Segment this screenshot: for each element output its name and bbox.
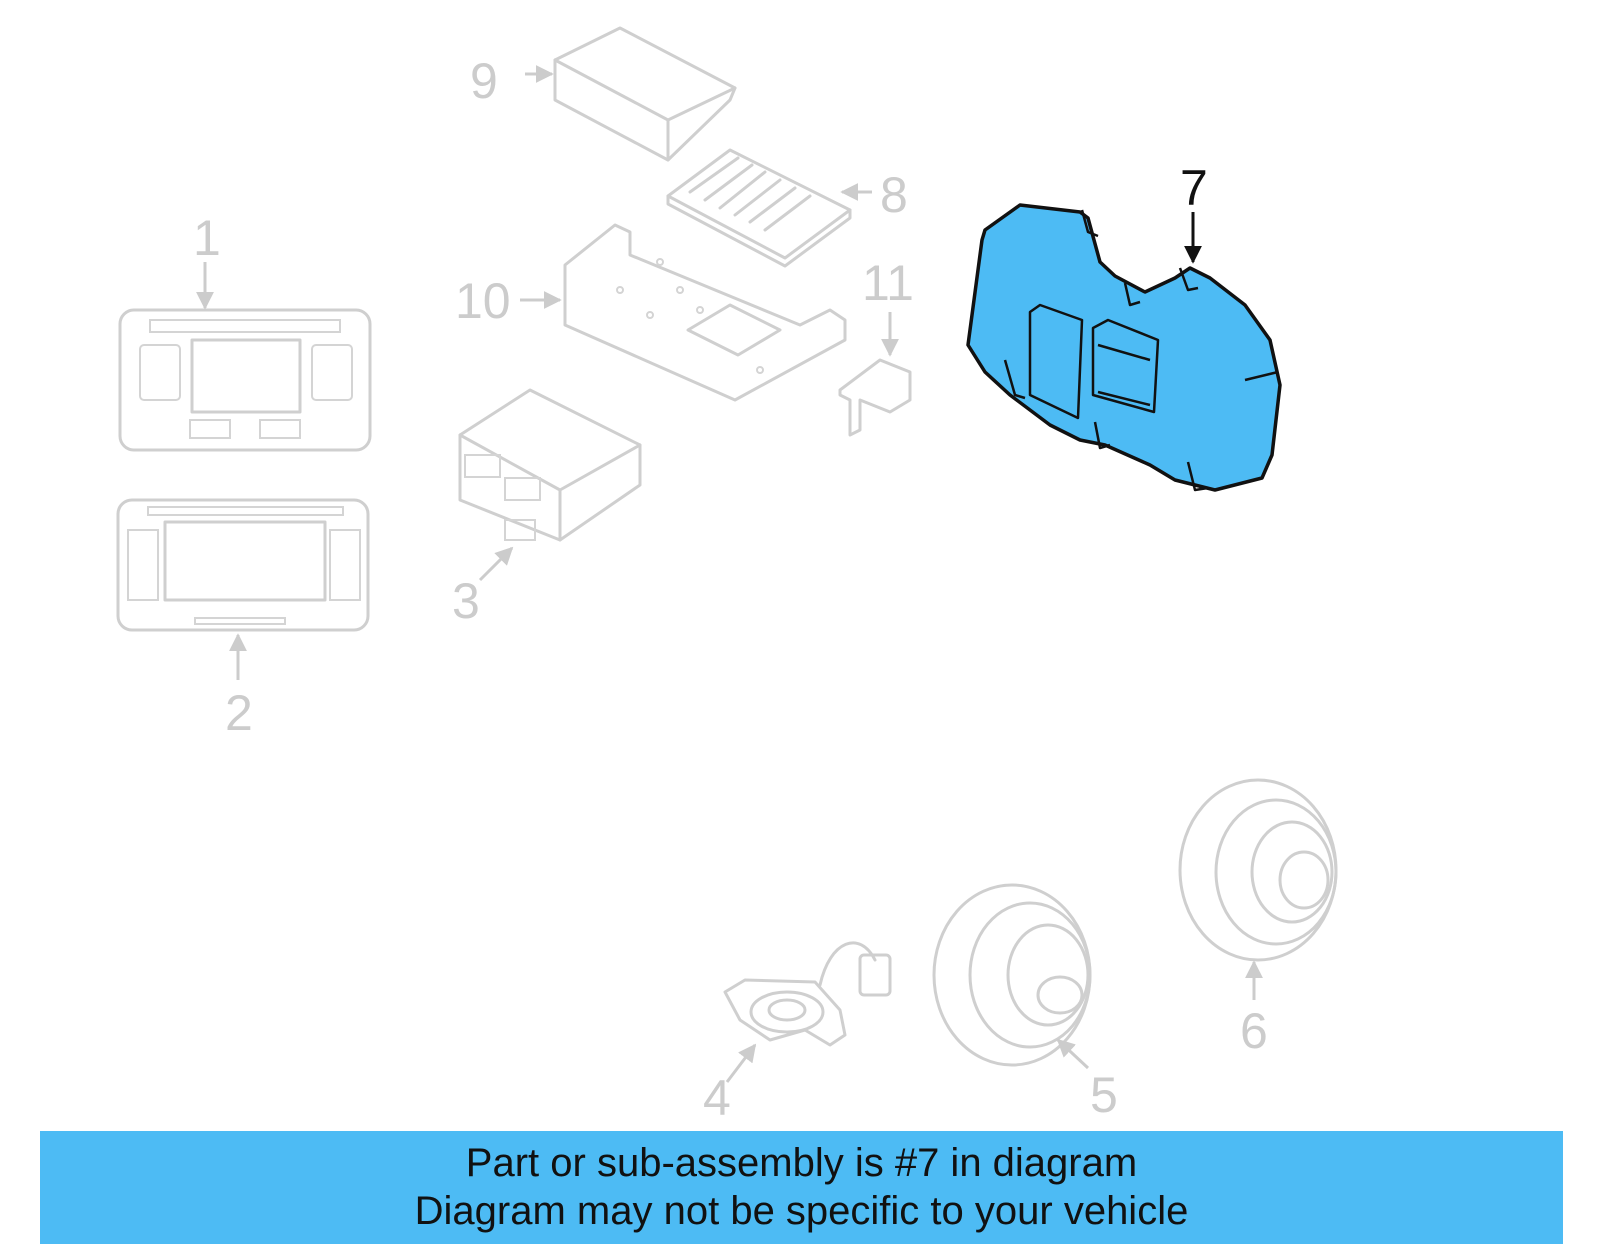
part-7-highlighted xyxy=(966,203,1282,492)
callouts: 9 8 10 11 1 2 3 4 5 6 7 xyxy=(193,53,1268,1126)
part-10-bracket xyxy=(563,223,847,402)
callout-4: 4 xyxy=(703,1070,731,1126)
callout-9: 9 xyxy=(470,53,498,109)
callout-7: 7 xyxy=(1180,160,1208,216)
part-11-small-bracket xyxy=(838,358,912,437)
part-1-head-unit xyxy=(118,308,372,452)
part-5-speaker xyxy=(932,883,1092,1067)
callout-10: 10 xyxy=(455,273,511,329)
part-3-unit xyxy=(458,388,642,542)
callout-8: 8 xyxy=(880,167,908,223)
callout-1: 1 xyxy=(193,210,221,266)
part-4-tweeter xyxy=(723,941,892,1047)
banner-line-1: Part or sub-assembly is #7 in diagram xyxy=(465,1141,1138,1185)
banner-line-2: Diagram may not be specific to your vehi… xyxy=(414,1189,1189,1233)
callout-11: 11 xyxy=(862,255,914,311)
part-9-module xyxy=(553,26,737,162)
callout-6: 6 xyxy=(1240,1003,1268,1059)
part-6-speaker xyxy=(1178,778,1338,962)
part-2-nav-unit xyxy=(116,498,370,632)
info-banner: Part or sub-assembly is #7 in diagram Di… xyxy=(40,1131,1563,1244)
callout-3: 3 xyxy=(452,573,480,629)
callout-2: 2 xyxy=(225,685,253,741)
leader-lines xyxy=(196,65,1263,1083)
callout-5: 5 xyxy=(1090,1067,1118,1123)
part-8-amplifier xyxy=(666,148,852,268)
